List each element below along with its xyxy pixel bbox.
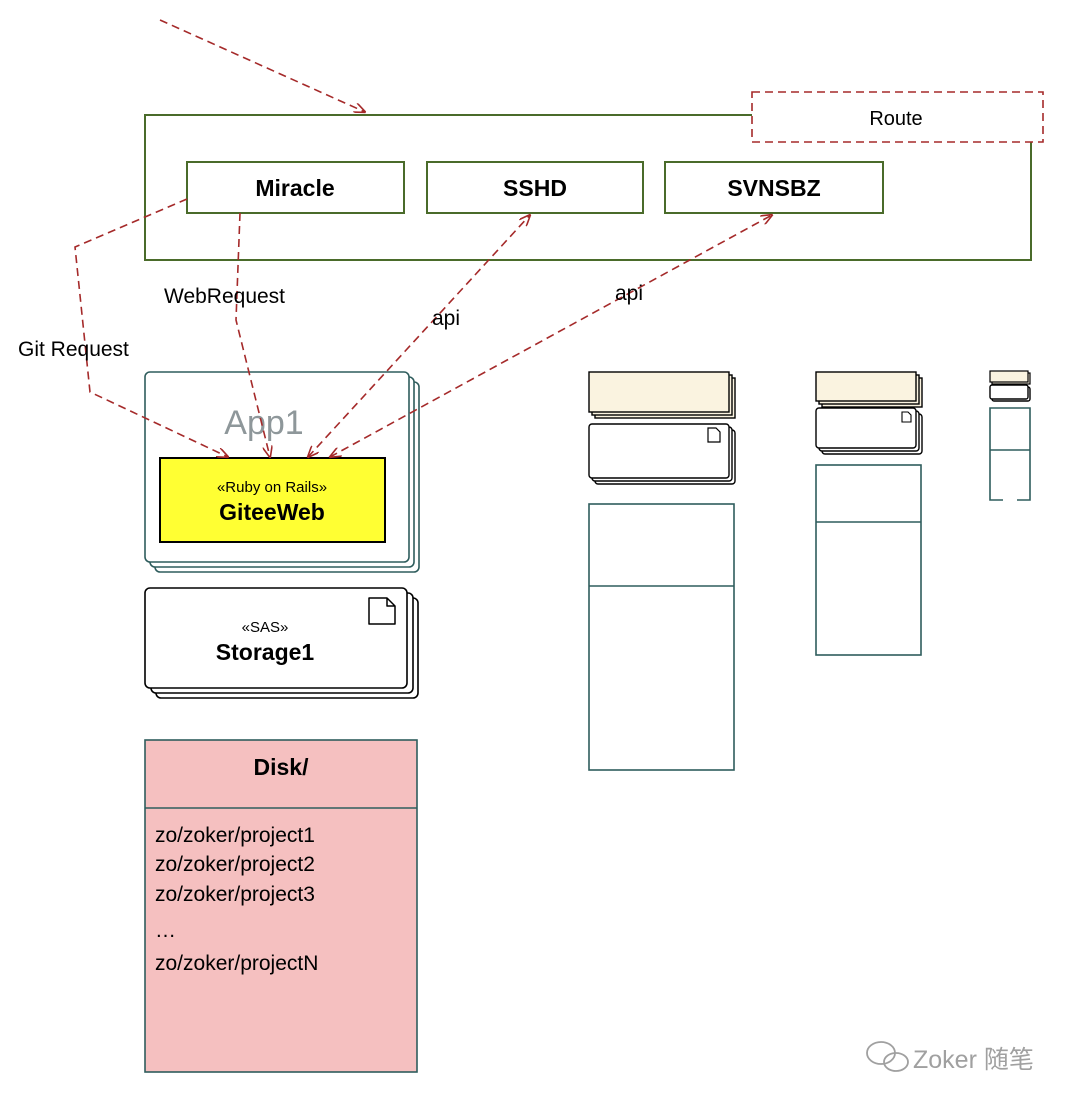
mini-node-group-3: [989, 370, 1031, 501]
web-request-label: WebRequest: [164, 285, 285, 308]
miracle-node: Miracle: [186, 161, 405, 214]
disk-path: zo/zoker/project2: [155, 853, 315, 876]
disk-path: zo/zoker/projectN: [155, 952, 318, 975]
giteeweb-component: «Ruby on Rails» GiteeWeb: [159, 457, 386, 543]
git-request-edge: [74, 198, 228, 457]
disk-title: Disk/: [254, 754, 310, 780]
web-request-edge: [235, 212, 270, 457]
sshd-label: SSHD: [503, 175, 567, 201]
mini-node-group-2: [815, 371, 923, 656]
api-svnsbz-label: api: [615, 282, 643, 305]
document-icon: [707, 427, 721, 443]
svnsbz-label: SVNSBZ: [727, 175, 820, 201]
storage1-label: Storage1: [216, 639, 315, 665]
disk-path: zo/zoker/project3: [155, 883, 315, 906]
api-sshd-label: api: [432, 307, 460, 330]
disk-path: …: [155, 919, 176, 942]
sshd-node: SSHD: [426, 161, 644, 214]
watermark: Zoker 随笔: [866, 1041, 1034, 1074]
disk-path: zo/zoker/project1: [155, 824, 315, 847]
storage1-node: «SAS» Storage1: [144, 587, 419, 699]
svnsbz-node: SVNSBZ: [664, 161, 884, 214]
giteeweb-label: GiteeWeb: [219, 499, 325, 525]
incoming-edge: [159, 19, 365, 112]
mini-node-group-1: [588, 371, 736, 771]
document-icon: [901, 411, 912, 423]
git-request-label: Git Request: [18, 338, 129, 361]
api-svnsbz-edge: [330, 215, 772, 457]
wechat-icon: [866, 1041, 909, 1072]
storage1-stereotype: «SAS»: [242, 619, 289, 636]
connectors: [74, 19, 772, 457]
document-icon: [368, 597, 396, 625]
route-node: Route: [751, 91, 1044, 143]
route-label: Route: [869, 108, 922, 130]
app1-label: App1: [224, 404, 303, 442]
miracle-label: Miracle: [255, 175, 334, 201]
disk-node: Disk/ zo/zoker/project1 zo/zoker/project…: [144, 739, 418, 1073]
giteeweb-stereotype: «Ruby on Rails»: [217, 479, 327, 496]
watermark-text: Zoker 随笔: [913, 1046, 1034, 1074]
